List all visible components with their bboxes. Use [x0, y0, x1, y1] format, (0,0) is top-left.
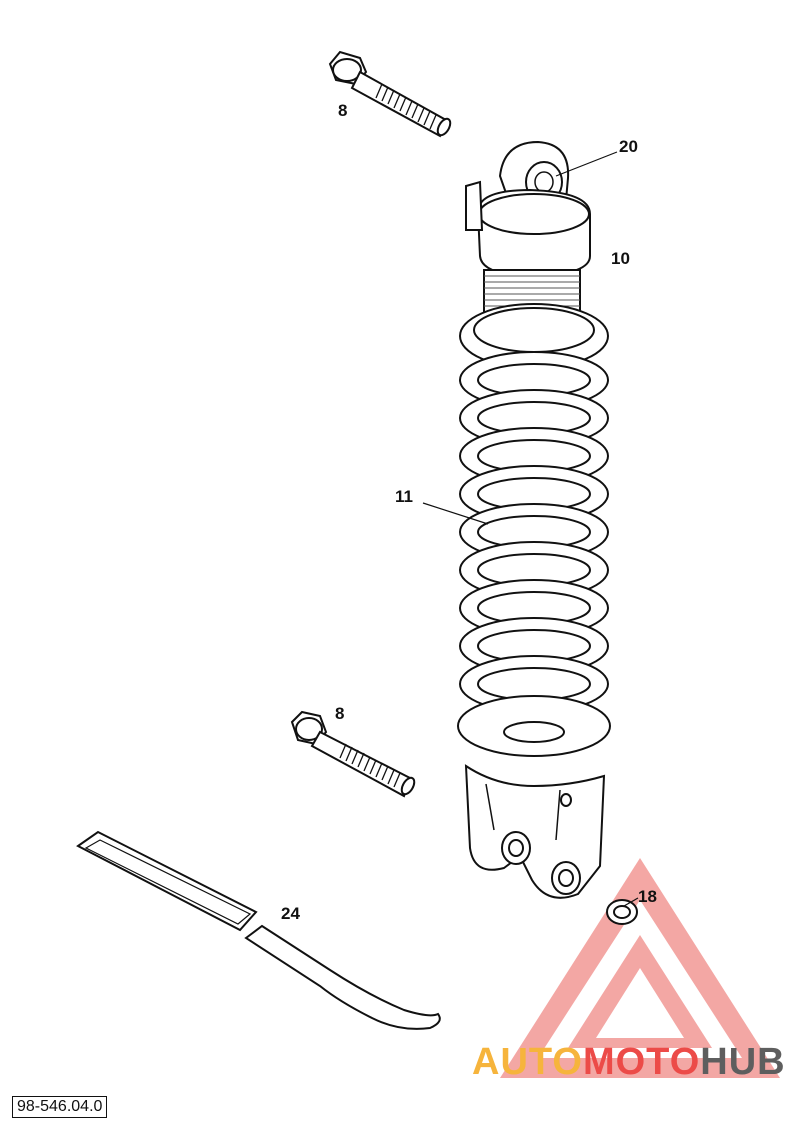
watermark-logo-icon — [500, 858, 780, 1078]
callout-spring: 11 — [395, 487, 413, 506]
callout-hook-wrench: 24 — [281, 904, 300, 923]
bolt-top — [328, 50, 452, 138]
shock-absorber — [457, 140, 611, 899]
callout-nut: 18 — [638, 887, 657, 906]
watermark-part-hub: HUB — [700, 1041, 786, 1083]
watermark-part-moto: MOTO — [582, 1041, 701, 1083]
callout-eye-bushing: 20 — [619, 137, 638, 156]
watermark-part-auto: AUTO — [472, 1041, 583, 1083]
spring — [457, 351, 611, 757]
callout-bolt-top: 8 — [338, 101, 348, 120]
watermark-brand: AUTOMOTOHUB — [472, 1040, 786, 1084]
hook-wrench — [76, 830, 441, 1030]
nut — [606, 899, 638, 925]
bolt-bottom — [290, 710, 416, 798]
callout-shock-absorber: 10 — [611, 249, 630, 268]
reference-code: 98-546.04.0 — [12, 1096, 108, 1118]
leader-lines — [422, 151, 639, 907]
callout-bolt-bottom: 8 — [335, 704, 345, 723]
